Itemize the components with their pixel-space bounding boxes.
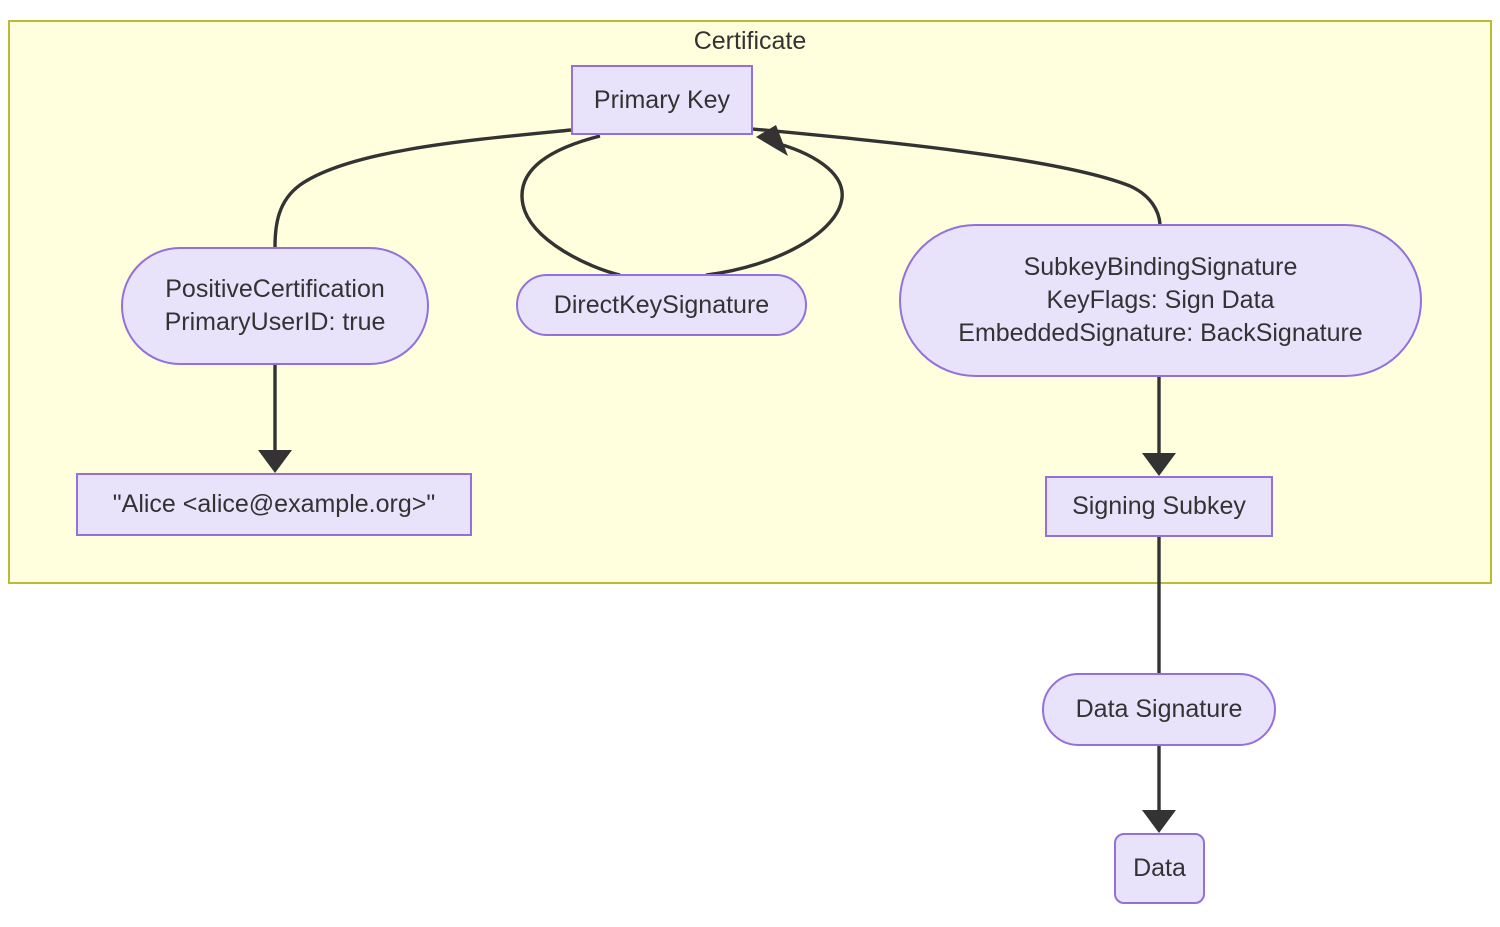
subgraph-title-certificate: Certificate xyxy=(693,27,807,55)
arrow-head-directkeysignature-primarykey xyxy=(756,125,788,156)
node-direct-key-signature[interactable]: DirectKeySignature xyxy=(516,274,807,336)
edge-primarykey-positivecertification xyxy=(273,128,572,248)
node-signing-subkey[interactable]: Signing Subkey xyxy=(1045,476,1273,537)
edge-primarykey-directkeysignature xyxy=(520,134,621,277)
edge-primarykey-subkeybindingsignature xyxy=(752,127,1162,225)
node-data[interactable]: Data xyxy=(1114,833,1205,904)
arrow-head-datasignature-data xyxy=(1142,810,1176,833)
node-user-id[interactable]: "Alice <alice@example.org>" xyxy=(76,473,472,536)
node-data-signature[interactable]: Data Signature xyxy=(1042,673,1276,746)
node-subkey-binding-signature[interactable]: SubkeyBindingSignature KeyFlags: Sign Da… xyxy=(899,224,1422,377)
edge-directkeysignature-primarykey xyxy=(705,140,844,277)
arrow-head-positivecertification-userid xyxy=(258,450,292,473)
node-primary-key[interactable]: Primary Key xyxy=(571,65,753,135)
arrow-head-subkeybindingsignature-signingsubkey xyxy=(1142,453,1176,476)
node-positive-certification[interactable]: PositiveCertification PrimaryUserID: tru… xyxy=(121,247,429,365)
